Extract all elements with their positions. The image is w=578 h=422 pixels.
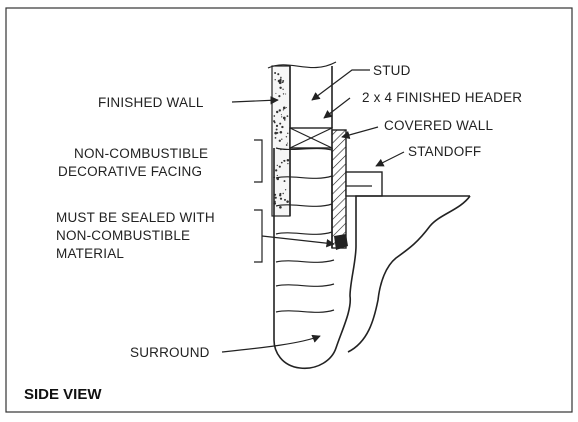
speckle-dot bbox=[284, 198, 286, 201]
label-sealed-line1: MUST BE SEALED WITH bbox=[56, 210, 215, 225]
speckle-dot bbox=[282, 192, 284, 195]
seal-mark bbox=[334, 234, 348, 250]
speckle-dot bbox=[284, 189, 287, 191]
label-sealed-line3: MATERIAL bbox=[56, 246, 124, 261]
speckle-dot bbox=[287, 132, 289, 135]
speckle-dot bbox=[285, 144, 288, 146]
speckle-dot bbox=[282, 106, 286, 110]
speckle-dot bbox=[274, 72, 277, 74]
speckle-dot bbox=[281, 81, 284, 84]
speckle-dot bbox=[275, 92, 277, 94]
speckle-dot bbox=[278, 109, 281, 112]
sealed-bracket bbox=[254, 209, 263, 263]
speckle-dot bbox=[279, 194, 282, 197]
speckle-dot bbox=[275, 128, 278, 131]
frame-border bbox=[5, 7, 573, 413]
speckle-dot bbox=[273, 115, 276, 117]
speckle-dot bbox=[281, 116, 283, 118]
speckle-dot bbox=[280, 114, 282, 116]
speckle-dot bbox=[279, 197, 283, 200]
leader-covered-wall bbox=[341, 126, 379, 140]
leader-surround bbox=[221, 334, 321, 353]
speckle-dot bbox=[277, 73, 280, 76]
leader-stud bbox=[311, 69, 370, 101]
speckle-dot bbox=[283, 119, 286, 121]
standoff-shape bbox=[345, 171, 383, 197]
label-facing-line2: DECORATIVE FACING bbox=[58, 164, 202, 179]
speckle-dot bbox=[282, 93, 285, 95]
label-standoff: STANDOFF bbox=[408, 144, 481, 159]
speckle-dot bbox=[275, 169, 278, 172]
speckle-dot bbox=[285, 107, 288, 109]
leader-sealed bbox=[261, 235, 335, 248]
speckle-dot bbox=[274, 131, 278, 135]
speckle-dot bbox=[274, 79, 276, 81]
speckle-dot bbox=[275, 110, 279, 114]
speckle-dot bbox=[281, 125, 284, 129]
speckle-dot bbox=[275, 124, 279, 128]
speckle-dot bbox=[286, 142, 288, 144]
speckle-dot bbox=[286, 115, 289, 117]
speckle-dot bbox=[283, 160, 285, 162]
speckle-dot bbox=[276, 164, 278, 167]
speckle-dot bbox=[278, 139, 281, 142]
speckle-dot bbox=[280, 161, 283, 164]
label-finished-wall: FINISHED WALL bbox=[98, 95, 204, 110]
speckle-dot bbox=[273, 121, 276, 124]
leader-header bbox=[323, 97, 351, 119]
speckle-dot bbox=[279, 131, 282, 134]
label-covered-wall: COVERED WALL bbox=[384, 118, 493, 133]
speckle-dot bbox=[282, 116, 286, 120]
speckle-dot bbox=[282, 109, 285, 111]
label-sealed-line2: NON-COMBUSTIBLE bbox=[56, 228, 190, 243]
speckle-dot bbox=[274, 196, 277, 199]
surround-outline bbox=[273, 195, 471, 370]
speckle-dot bbox=[278, 79, 282, 83]
speckle-dot bbox=[282, 79, 285, 82]
finished-header-box bbox=[289, 127, 333, 149]
speckle-dot bbox=[274, 137, 277, 139]
label-surround: SURROUND bbox=[130, 345, 210, 360]
speckle-dot bbox=[279, 122, 282, 125]
speckle-dot bbox=[285, 93, 287, 95]
speckle-dot bbox=[278, 95, 281, 98]
speckle-dot bbox=[280, 76, 282, 79]
label-finished-header: 2 x 4 FINISHED HEADER bbox=[362, 90, 522, 105]
decorative-facing-bricks bbox=[273, 147, 335, 320]
view-title: SIDE VIEW bbox=[24, 386, 102, 403]
speckle-dot bbox=[279, 86, 282, 90]
label-facing-line1: NON-COMBUSTIBLE bbox=[74, 146, 208, 161]
leader-finished-wall bbox=[231, 96, 279, 105]
label-stud: STUD bbox=[373, 63, 411, 78]
speckle-dot bbox=[287, 162, 289, 165]
speckle-dot bbox=[278, 165, 281, 168]
speckle-dot bbox=[285, 136, 288, 138]
speckle-dot bbox=[282, 88, 284, 91]
speckle-dot bbox=[286, 200, 289, 203]
speckle-dot bbox=[286, 158, 290, 162]
speckle-dot bbox=[276, 174, 278, 177]
facing-bracket bbox=[254, 139, 263, 183]
leader-standoff bbox=[375, 151, 405, 167]
speckle-dot bbox=[283, 180, 286, 183]
speckle-dot bbox=[279, 206, 282, 209]
speckle-dot bbox=[281, 138, 283, 140]
covered-wall-strip bbox=[331, 129, 347, 249]
